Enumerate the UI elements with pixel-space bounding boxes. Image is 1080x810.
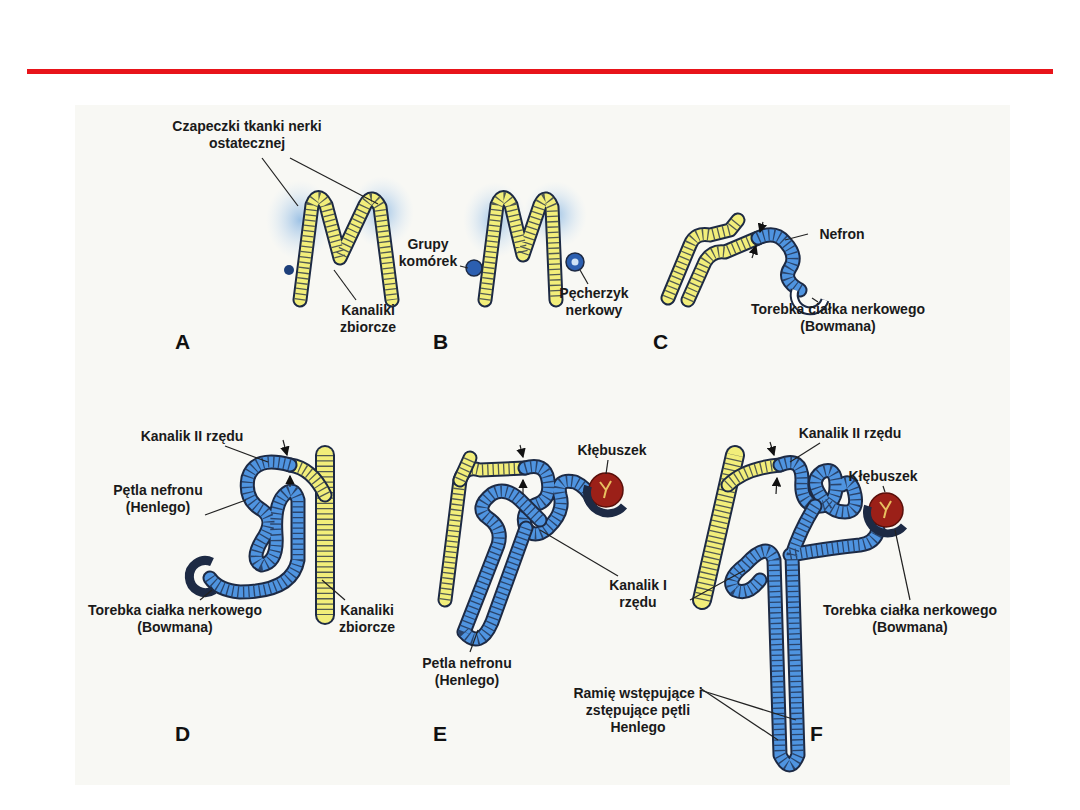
panel-letter: D — [175, 722, 190, 746]
glomerulus — [589, 473, 623, 507]
junction-arrow — [776, 478, 777, 494]
tube-outline — [688, 238, 758, 300]
tube-outline — [732, 506, 878, 765]
tube-outline — [300, 198, 392, 301]
tube-outline — [728, 465, 780, 485]
cell-group — [284, 265, 294, 275]
collecting-duct — [300, 198, 392, 301]
part-label: Nefron — [807, 226, 877, 243]
henle-loop — [732, 506, 878, 765]
part-label: Petla nefronu (Henlego) — [407, 655, 527, 689]
tube-hatch — [688, 238, 758, 300]
vesicle-lumen — [572, 259, 579, 266]
part-label: Pętla nefronu (Henlego) — [98, 482, 218, 516]
part-label: Torebka ciałka nerkowego (Bowmana) — [815, 602, 1005, 636]
leader-line — [883, 486, 885, 492]
leader-line — [690, 570, 745, 600]
part-label: Kłębuszek — [567, 442, 657, 459]
tube-hatch — [758, 235, 800, 290]
part-label: Torebka ciałka nerkowego (Bowmana) — [80, 602, 270, 636]
leader-line — [540, 530, 618, 576]
leader-line — [460, 266, 468, 268]
part-label: Ramię wstępujące i zstępujące pętli Henl… — [563, 685, 713, 736]
junction-arrow — [752, 246, 756, 258]
panel-letter: E — [433, 722, 447, 746]
part-label: Kanalik II rzędu — [780, 425, 920, 442]
tube-outline — [758, 235, 800, 290]
tube-hatch — [464, 491, 540, 639]
collecting-duct — [460, 458, 470, 480]
leader-line — [606, 460, 608, 474]
tube-hatch — [732, 506, 878, 765]
tube-outline — [460, 458, 470, 480]
leader-line — [200, 590, 212, 600]
collecting-duct — [688, 238, 758, 300]
leader-line — [700, 688, 778, 740]
part-label: Kanalik I rzędu — [598, 577, 678, 611]
part-label: Kanalik II rzędu — [122, 428, 262, 445]
panel-letter: B — [433, 330, 448, 354]
leader-line — [700, 690, 796, 720]
collecting-duct — [728, 465, 780, 485]
tube-outline — [485, 198, 556, 301]
bowman-capsule — [189, 561, 214, 593]
tube-hatch — [485, 198, 556, 301]
leader-line — [334, 270, 356, 300]
junction-arrow — [770, 442, 774, 455]
junction-arrow — [760, 222, 763, 232]
part-label: Kłębuszek — [838, 468, 928, 485]
tube-hatch — [300, 198, 392, 301]
junction-arrow — [522, 480, 523, 494]
leader-line — [785, 234, 808, 240]
glomerulus — [869, 493, 903, 527]
leader-line — [205, 500, 246, 515]
leader-line — [580, 270, 588, 284]
tube-outline — [210, 462, 298, 592]
leader-lines — [200, 158, 910, 740]
bowman-capsule — [867, 506, 904, 533]
tube-hatch — [210, 462, 298, 592]
tube-hatch — [728, 465, 780, 485]
henle-loop — [464, 491, 540, 639]
header-rule — [27, 69, 1053, 74]
leader-line — [790, 443, 820, 462]
leader-line — [290, 158, 378, 204]
part-label: Pęcherzyk nerkowy — [544, 285, 644, 319]
glomerulus-vessels — [600, 481, 611, 498]
leader-line — [322, 580, 345, 600]
bowman-capsule — [587, 486, 624, 513]
part-label: Torebka ciałka nerkowego (Bowmana) — [743, 301, 933, 335]
junction-arrow — [283, 440, 287, 455]
part-label: Czapeczki tkanki nerki ostatecznej — [172, 118, 322, 152]
tube-outline — [464, 491, 540, 639]
part-label: Grupy komórek — [393, 236, 463, 270]
leader-line — [225, 446, 268, 462]
junction-arrow — [520, 445, 523, 457]
leader-line — [895, 530, 910, 600]
panel-letter: C — [653, 330, 668, 354]
part-label: Kanaliki zbiorcze — [322, 602, 412, 636]
glomerulus-vessels — [880, 501, 891, 518]
nephron-tube — [758, 235, 800, 290]
tube-hatch — [460, 458, 470, 480]
panel-letter: F — [810, 722, 823, 746]
leader-line — [262, 158, 298, 206]
panel-letter: A — [175, 330, 190, 354]
cell-group — [466, 260, 482, 276]
renal-vesicle — [566, 253, 584, 271]
leader-line — [470, 630, 478, 652]
part-label: Kanaliki zbiorcze — [328, 302, 408, 336]
collecting-duct — [485, 198, 556, 301]
junction-arrow — [289, 476, 290, 487]
nephron-tube — [210, 462, 298, 592]
